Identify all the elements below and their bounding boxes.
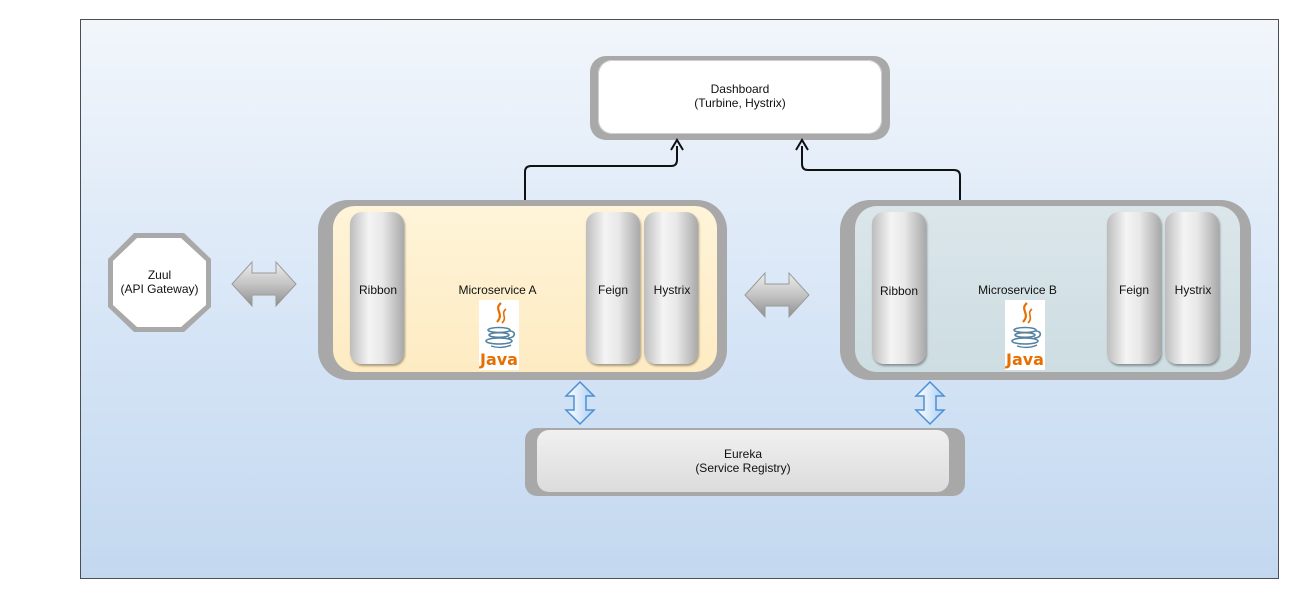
double-arrow-horizontal-icon — [744, 271, 810, 319]
microservice-b-ribbon-label: Ribbon — [879, 284, 919, 298]
java-cup-icon: Java — [1005, 300, 1045, 370]
arrow-up-icon — [795, 138, 809, 151]
zuul-node — [108, 233, 211, 332]
flow-arrow-a-to-dashboard — [524, 138, 684, 200]
microservice-b-hystrix-label: Hystrix — [1174, 283, 1212, 297]
microservice-b-hystrix-block — [1165, 212, 1219, 364]
microservice-a-title: Microservice A — [458, 283, 537, 297]
microservice-a-hystrix-block — [644, 212, 698, 364]
microservice-b-ribbon-block — [872, 212, 926, 364]
microservice-a-ribbon-label: Ribbon — [358, 283, 398, 297]
java-logo-text: Java — [1006, 350, 1044, 369]
microservice-a-feign-block — [586, 212, 640, 364]
microservice-a-hystrix-label: Hystrix — [653, 283, 691, 297]
double-arrow-vertical-icon — [914, 380, 946, 426]
dashboard-title: Dashboard — [710, 82, 770, 96]
eureka-subtitle: (Service Registry) — [695, 461, 791, 475]
arrow-up-icon — [670, 138, 684, 151]
microservice-b-title: Microservice B — [978, 283, 1057, 297]
microservice-a-feign-label: Feign — [597, 283, 629, 297]
eureka-title: Eureka — [723, 447, 763, 461]
microservice-b-feign-label: Feign — [1118, 283, 1150, 297]
java-logo-text: Java — [480, 350, 518, 369]
java-cup-icon: Java — [479, 300, 519, 370]
dashboard-subtitle: (Turbine, Hystrix) — [694, 96, 786, 110]
zuul-label: Zuul (API Gateway) — [108, 268, 211, 296]
zuul-subtitle: (API Gateway) — [120, 282, 199, 296]
zuul-title: Zuul — [147, 268, 172, 282]
eureka-label: Eureka (Service Registry) — [537, 447, 949, 475]
microservice-b-feign-block — [1107, 212, 1161, 364]
dashboard-label: Dashboard (Turbine, Hystrix) — [598, 82, 882, 110]
double-arrow-horizontal-icon — [231, 260, 297, 308]
double-arrow-vertical-icon — [564, 380, 596, 426]
flow-arrow-b-to-dashboard — [795, 138, 961, 200]
microservice-a-ribbon-block — [350, 212, 404, 364]
dashboard-node — [598, 60, 882, 134]
eureka-node — [537, 430, 949, 492]
